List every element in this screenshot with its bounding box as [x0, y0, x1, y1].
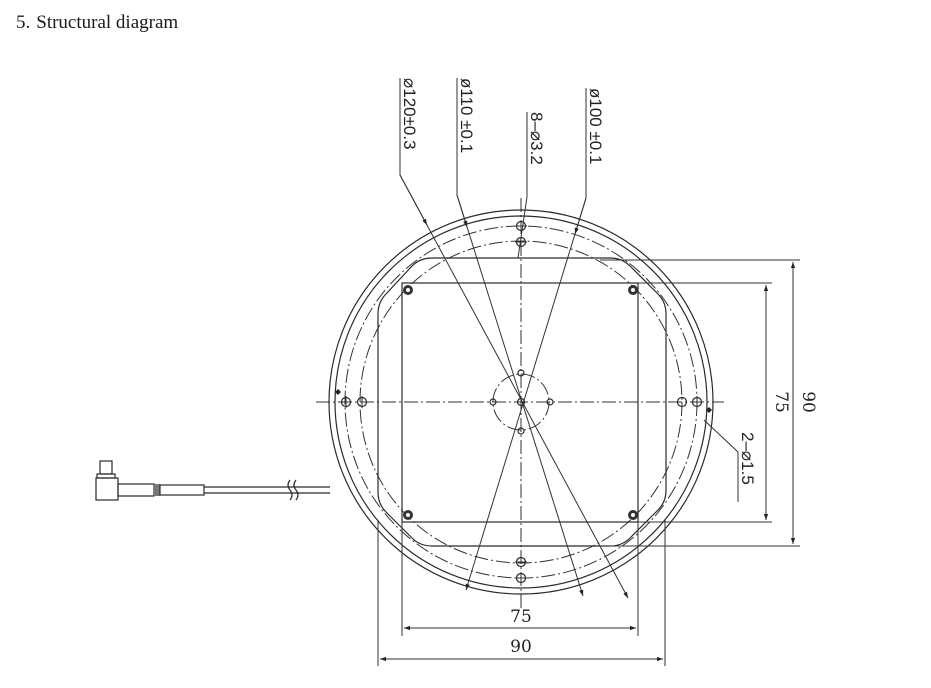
center-features — [489, 369, 554, 435]
section-number: 5. — [16, 12, 31, 33]
section-title-text: Structural diagram — [36, 12, 179, 33]
label-diameter-110: ø110 ±0.1 — [457, 78, 476, 153]
dimension-lines — [380, 262, 796, 662]
label-holes-8x3.2: 8–⌀3.2 — [527, 112, 546, 165]
mounting-square — [401, 282, 639, 523]
ring-holes — [340, 220, 703, 584]
label-diameter-120: ⌀120±0.3 — [400, 78, 419, 150]
extension-lines — [377, 259, 800, 666]
cable-connector — [95, 460, 330, 501]
dim-horizontal-90: 90 — [510, 637, 532, 657]
dim-vertical-90: 90 — [798, 391, 818, 413]
label-holes-2x1.5: 2–⌀1.5 — [738, 432, 757, 485]
section-title: 5.Structural diagram — [16, 12, 178, 34]
dim-vertical-75: 75 — [771, 391, 791, 413]
corner-holes — [403, 285, 638, 520]
dim-horizontal-75: 75 — [510, 607, 532, 627]
leader-lines — [399, 78, 739, 599]
label-diameter-100: ø100 ±0.1 — [586, 88, 605, 164]
centerlines — [316, 198, 724, 610]
